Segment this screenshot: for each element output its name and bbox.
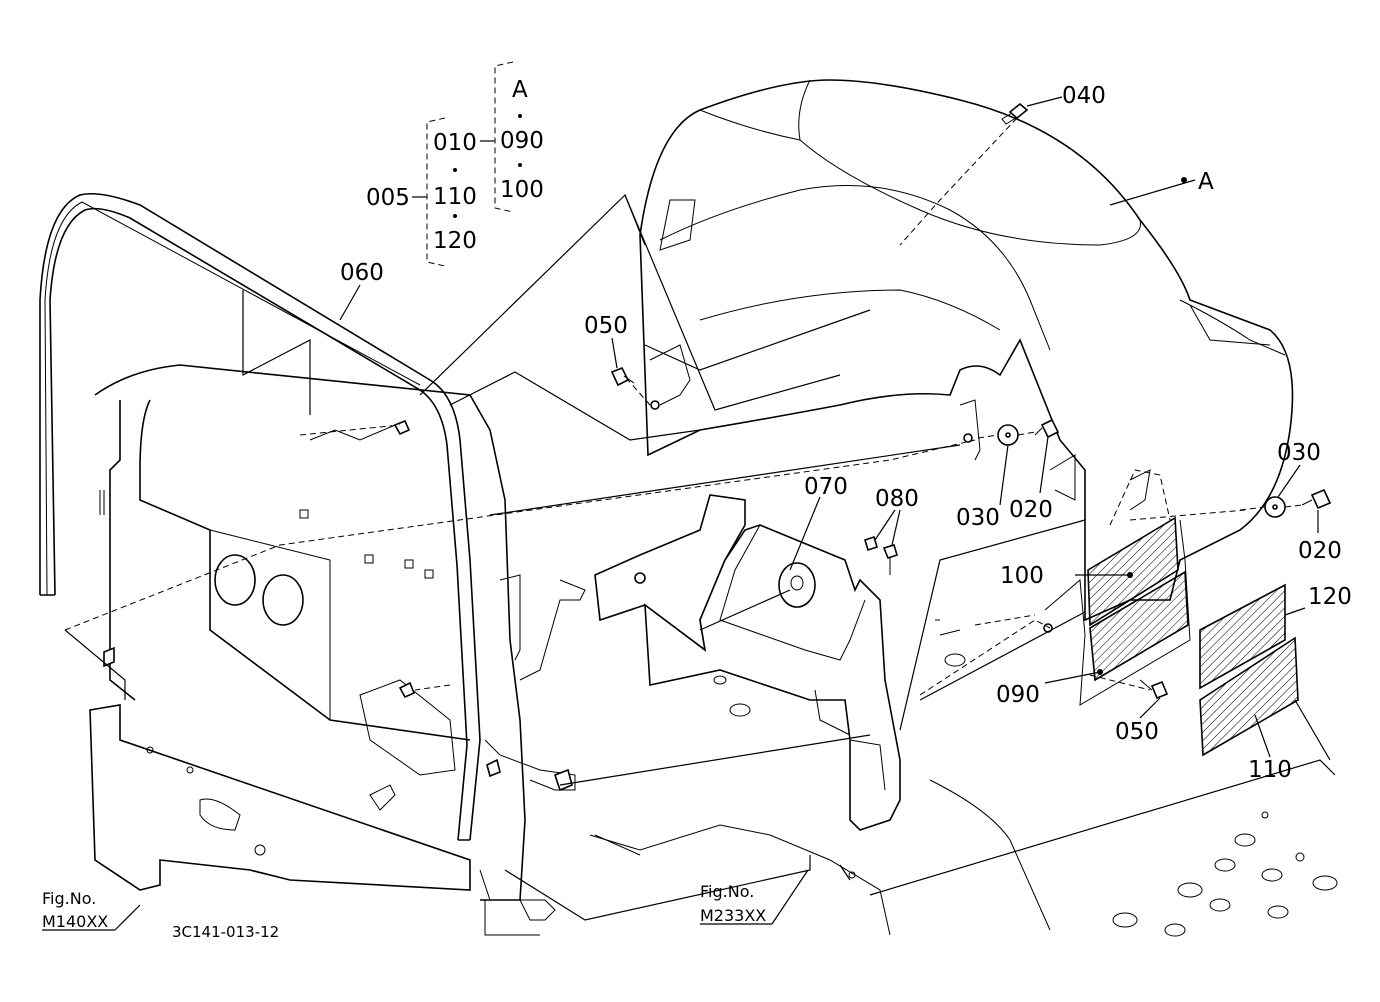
decal-090 bbox=[1089, 570, 1189, 682]
bolt-020-right bbox=[1301, 488, 1332, 510]
label-100: 100 bbox=[1000, 563, 1044, 589]
decals-drawing bbox=[1044, 469, 1299, 757]
fig-reference-left bbox=[42, 904, 141, 931]
fig-left-number: M140XX bbox=[42, 912, 108, 931]
label-020-left: 020 bbox=[1009, 497, 1053, 523]
reference-lines bbox=[64, 117, 1303, 696]
label-030-left: 030 bbox=[956, 505, 1000, 531]
label-120: 120 bbox=[1308, 584, 1352, 610]
label-070: 070 bbox=[804, 474, 848, 500]
label-050-top: 050 bbox=[584, 313, 628, 339]
label-010: 010 bbox=[433, 130, 477, 156]
drawing-code: 3C141-013-12 bbox=[172, 923, 279, 941]
label-090: 090 bbox=[996, 682, 1040, 708]
label-120-group: 120 bbox=[433, 228, 477, 254]
label-110-group: 110 bbox=[433, 184, 477, 210]
fig-right-number: M233XX bbox=[700, 906, 766, 925]
dashboard-frame-drawing bbox=[89, 364, 586, 936]
label-020-right: 020 bbox=[1298, 538, 1342, 564]
label-080: 080 bbox=[875, 486, 919, 512]
decal-120 bbox=[1199, 583, 1286, 690]
floor-drawing bbox=[589, 619, 1338, 937]
side-cover-drawing bbox=[594, 494, 901, 831]
decal-100 bbox=[1087, 516, 1179, 627]
bolt-020-left bbox=[1034, 418, 1060, 439]
leader-lines bbox=[64, 193, 1336, 921]
door-seal-drawing bbox=[39, 192, 481, 841]
fig-reference-right bbox=[700, 869, 809, 925]
label-A-group: A bbox=[512, 77, 528, 103]
hardware-drawing bbox=[103, 102, 1332, 792]
label-leaders bbox=[339, 96, 1319, 758]
decal-110 bbox=[1199, 636, 1299, 757]
label-040: 040 bbox=[1062, 83, 1106, 109]
upper-cover-drawing bbox=[639, 79, 1294, 622]
label-005: 005 bbox=[366, 185, 410, 211]
part-labels: 005 010 110 120 A 090 100 040 A 060 050 … bbox=[42, 77, 1352, 941]
label-050-bottom: 050 bbox=[1115, 719, 1159, 745]
label-030-right: 030 bbox=[1277, 440, 1321, 466]
bolt-050-bottom bbox=[1139, 679, 1169, 700]
assembly-bracket bbox=[412, 61, 522, 267]
label-110: 110 bbox=[1248, 757, 1292, 783]
label-090-group: 090 bbox=[500, 128, 544, 154]
label-100-group: 100 bbox=[500, 177, 544, 203]
label-A: A bbox=[1198, 169, 1214, 195]
bolt-080 bbox=[864, 535, 898, 575]
fig-right-title: Fig.No. bbox=[700, 882, 754, 901]
bolt-050-top bbox=[610, 366, 635, 387]
bolt-040 bbox=[1001, 102, 1029, 125]
fig-left-title: Fig.No. bbox=[42, 889, 96, 908]
label-060: 060 bbox=[340, 260, 384, 286]
